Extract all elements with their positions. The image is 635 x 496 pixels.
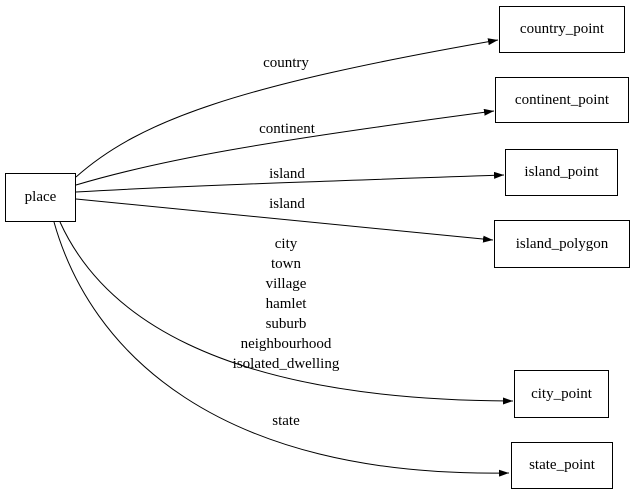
edge-label-suburb: suburb: [266, 316, 307, 332]
node-city-point-label: city_point: [531, 385, 592, 402]
edge-label-neighbourhood: neighbourhood: [241, 336, 332, 352]
node-country-point-label: country_point: [519, 21, 605, 37]
node-continent-point-label: continent_point: [514, 91, 610, 108]
edge-place-state_point: [53, 221, 510, 477]
node-island-polygon: island_polygon: [494, 220, 630, 268]
node-state-point-label: state_point: [529, 457, 595, 473]
edge-label-island: island: [269, 166, 305, 182]
edge-label-continent: continent: [259, 121, 316, 137]
edge-place-city_point: [59, 221, 514, 405]
node-state-point: state_point: [511, 442, 613, 489]
edge-label-city: city: [275, 236, 298, 252]
edge-label-town: town: [271, 256, 302, 272]
edge-label-state: state: [272, 413, 300, 429]
edge-place-continent_point: [75, 108, 495, 186]
edge-label-hamlet: hamlet: [266, 296, 308, 312]
node-place: place: [5, 173, 76, 222]
edge-place-island_point: [75, 171, 505, 193]
edge-label-village: village: [266, 276, 307, 292]
node-city-point: city_point: [514, 370, 609, 418]
edge-label-isolated-dwelling: isolated_dwelling: [233, 356, 340, 372]
node-island-polygon-label: island_polygon: [515, 235, 609, 252]
edge-place-island_polygon: [75, 198, 494, 243]
edge-place-country_point: [75, 38, 499, 178]
node-continent-point: continent_point: [495, 77, 629, 123]
edge-label-island-2: island: [269, 196, 305, 212]
node-island-point: island_point: [505, 149, 618, 196]
node-island-point-label: island_point: [524, 164, 599, 180]
node-place-label: place: [24, 189, 57, 205]
edge-label-country: country: [263, 55, 309, 71]
node-country-point: country_point: [499, 6, 625, 53]
